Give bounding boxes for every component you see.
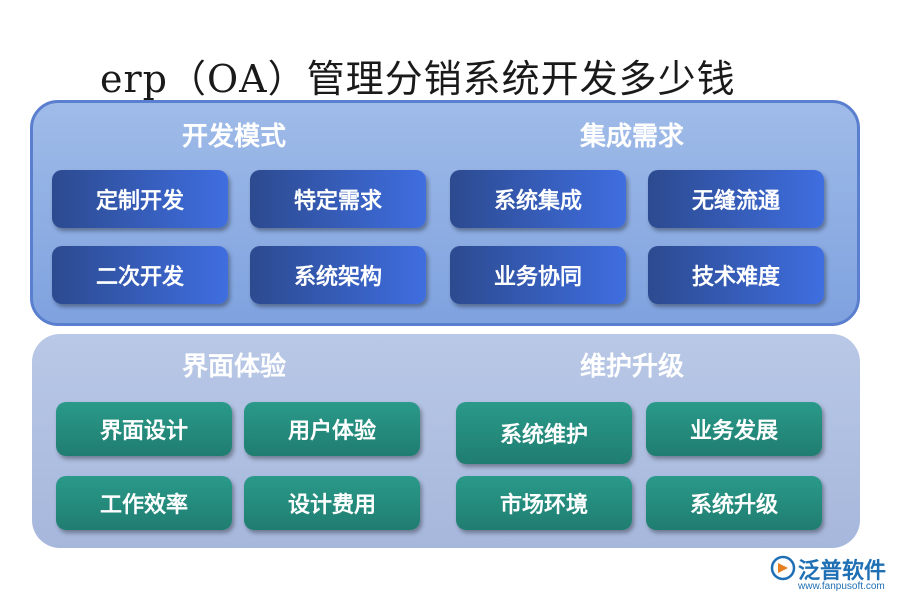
maintenance-item: 市场环境 [456,476,632,530]
page-title: erp（OA）管理分销系统开发多少钱 [100,57,736,101]
section-title-ui-experience: 界面体验 [181,352,286,382]
dev-mode-item: 二次开发 [52,246,228,304]
section-title-maintenance: 维护升级 [579,352,684,382]
maintenance-item: 系统维护 [456,402,632,464]
logo-name: 泛普软件 [798,559,887,584]
maintenance-item: 业务发展 [646,402,822,456]
dev-mode-item: 特定需求 [250,170,426,228]
brand-logo: 泛普软件 www.fanpusoft.com [770,553,895,597]
section-title-dev-mode: 开发模式 [181,122,286,152]
integration-item: 系统集成 [450,170,626,228]
integration-item: 无缝流通 [648,170,824,228]
fanpu-logo-icon [770,555,796,581]
section-title-integration: 集成需求 [579,122,684,152]
integration-item: 业务协同 [450,246,626,304]
ui-experience-item: 设计费用 [244,476,420,530]
ui-experience-item: 工作效率 [56,476,232,530]
ui-experience-item: 界面设计 [56,402,232,456]
dev-mode-item: 系统架构 [250,246,426,304]
integration-item: 技术难度 [648,246,824,304]
dev-mode-item: 定制开发 [52,170,228,228]
logo-url: www.fanpusoft.com [798,581,885,592]
maintenance-item: 系统升级 [646,476,822,530]
ui-experience-item: 用户体验 [244,402,420,456]
